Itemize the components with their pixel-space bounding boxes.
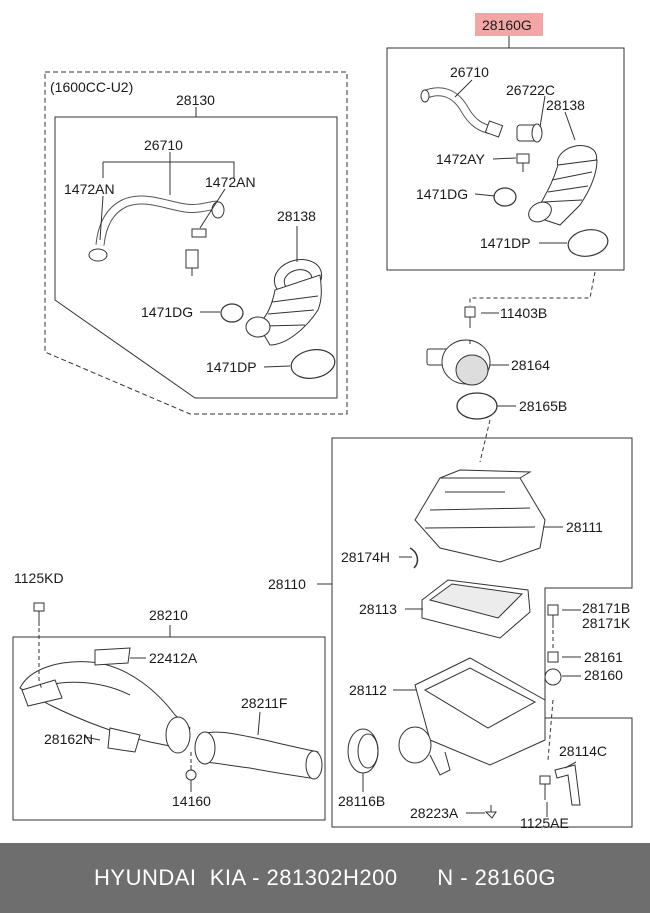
bracket-28114C [554,764,581,806]
callout-1125KD: 1125KD [14,570,64,586]
variant-note: (1600CC-U2) [50,79,133,95]
callout-22412A: 22412A [149,650,198,666]
callout-28165B: 28165B [519,398,567,414]
callout-28113: 28113 [359,601,397,617]
callout-28160: 28160 [584,667,623,683]
hose-28138-top [528,145,598,226]
callout-28111: 28111 [566,519,603,535]
callout-28130: 28130 [176,92,215,108]
clamp-1471DP-top [567,229,609,257]
part-number-footer: HYUNDAI KIA - 281302H200 N - 28160G [0,843,650,913]
parts-diagram: (1600CC-U2) 28160G [12,13,633,831]
callout-28160G: 28160G [482,17,532,33]
callout-28110: 28110 [268,576,306,592]
callout-28162N: 28162N [44,731,93,747]
filter-28113 [421,579,531,639]
callout-28164: 28164 [511,357,550,373]
callout-14160: 14160 [172,793,211,809]
callout-11403B: 11403B [500,305,547,321]
hose-26710-top [420,87,504,138]
dashed-connectors [38,271,596,765]
callout-1472AY: 1472AY [436,151,485,167]
hose-28138-variant [245,259,323,346]
callout-1125AE: 1125AE [520,815,569,831]
callout-26710-variant: 26710 [144,137,183,153]
oring-28165B [456,392,498,420]
group-28160G-frame [386,47,625,271]
callout-28138-top: 28138 [546,97,585,113]
hose-26710-variant [88,195,225,262]
bolt-28171 [547,604,559,628]
callout-28138-variant: 28138 [277,208,316,224]
callout-28174H: 28174H [341,549,390,565]
connector-26722C [516,123,543,143]
cover-28111 [414,469,546,563]
callout-28211F: 28211F [241,695,287,711]
callout-28171K: 28171K [582,615,631,631]
callout-1471DG-top: 1471DG [416,186,468,202]
callout-28223A: 28223A [410,805,459,821]
callout-28114C: 28114C [559,743,607,759]
grommet-28161 [547,651,559,663]
bracket-28162N [21,679,63,707]
clamp-1471DG-top [493,187,517,207]
variant-dashed-frame [44,71,348,415]
callout-26722C: 26722C [506,82,555,98]
bolt-1125KD [33,602,45,626]
group-28130-frame [54,116,338,399]
callout-1471DG-variant: 1471DG [141,304,193,320]
gasket-28116B [347,728,379,774]
body-28112 [398,657,546,776]
callout-28210: 28210 [149,607,188,623]
callout-28112: 28112 [349,682,387,698]
group-28210-frame [12,636,326,821]
hose-28211F [194,731,323,780]
callout-1471DP-top: 1471DP [480,235,531,251]
sensor-28164 [426,339,491,386]
bolt-1125AE [539,775,551,800]
clip-14160 [185,765,197,781]
clip-28223A [484,805,497,819]
callout-1471DP-variant: 1471DP [206,359,257,375]
callout-1472AN-left: 1472AN [64,181,115,197]
leader-lines [84,79,581,817]
callout-1472AN-right: 1472AN [205,174,256,190]
callout-28161: 28161 [584,649,623,665]
clip-28174H [409,547,419,569]
clip-1472AY [516,153,530,172]
grommet-28160 [544,668,562,686]
callout-28171B: 28171B [582,600,630,616]
callout-26710-top: 26710 [450,64,489,80]
clamp-1471DP-variant [290,349,336,379]
callout-28116B: 28116B [338,793,385,809]
clamp-1471DG-variant [220,303,244,323]
callout-highlight-28160G [475,13,543,36]
label-22412A [94,647,131,666]
bolt-11403B [464,306,476,328]
clip-1472AN-variant [185,228,207,276]
duct-28210 [19,661,191,754]
